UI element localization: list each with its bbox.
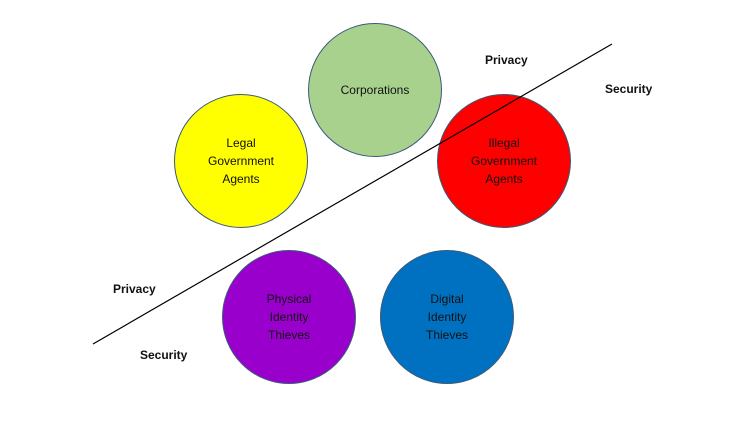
circle-legal-government-agents: Legal Government Agents [174,94,308,228]
circle-digital-identity-thieves: Digital Identity Thieves [380,250,514,384]
circle-corporations-label: Corporations [340,83,410,97]
privacy-label-top: Privacy [485,53,528,67]
circle-legal-government-agents-label: Legal Government Agents [207,136,275,186]
circle-digital-identity-thieves-label: Digital Identity Thieves [425,292,469,342]
security-label-bottom: Security [140,348,188,362]
privacy-label-bottom: Privacy [113,282,156,296]
security-label-top: Security [605,82,653,96]
circle-corporations: Corporations [308,23,442,157]
circle-physical-identity-thieves: Physical Identity Thieves [222,250,356,384]
circle-physical-identity-thieves-label: Physical Identity Thieves [266,292,312,342]
circle-illegal-government-agents: Illegal Government Agents [437,94,571,228]
circle-illegal-government-agents-label: Illegal Government Agents [470,136,538,186]
